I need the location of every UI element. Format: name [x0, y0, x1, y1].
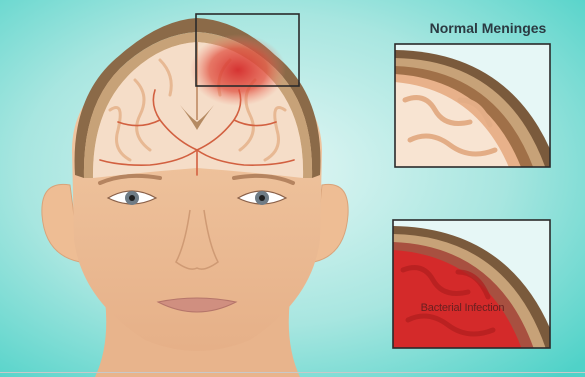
bacterial-infection-label: Bacterial Infection [400, 302, 525, 314]
infected-meninges-inset [393, 220, 560, 355]
normal-meninges-title: Normal Meninges [403, 20, 573, 36]
head-infection-area [190, 34, 286, 106]
normal-meninges-inset [395, 44, 560, 175]
bottom-divider [0, 372, 585, 373]
